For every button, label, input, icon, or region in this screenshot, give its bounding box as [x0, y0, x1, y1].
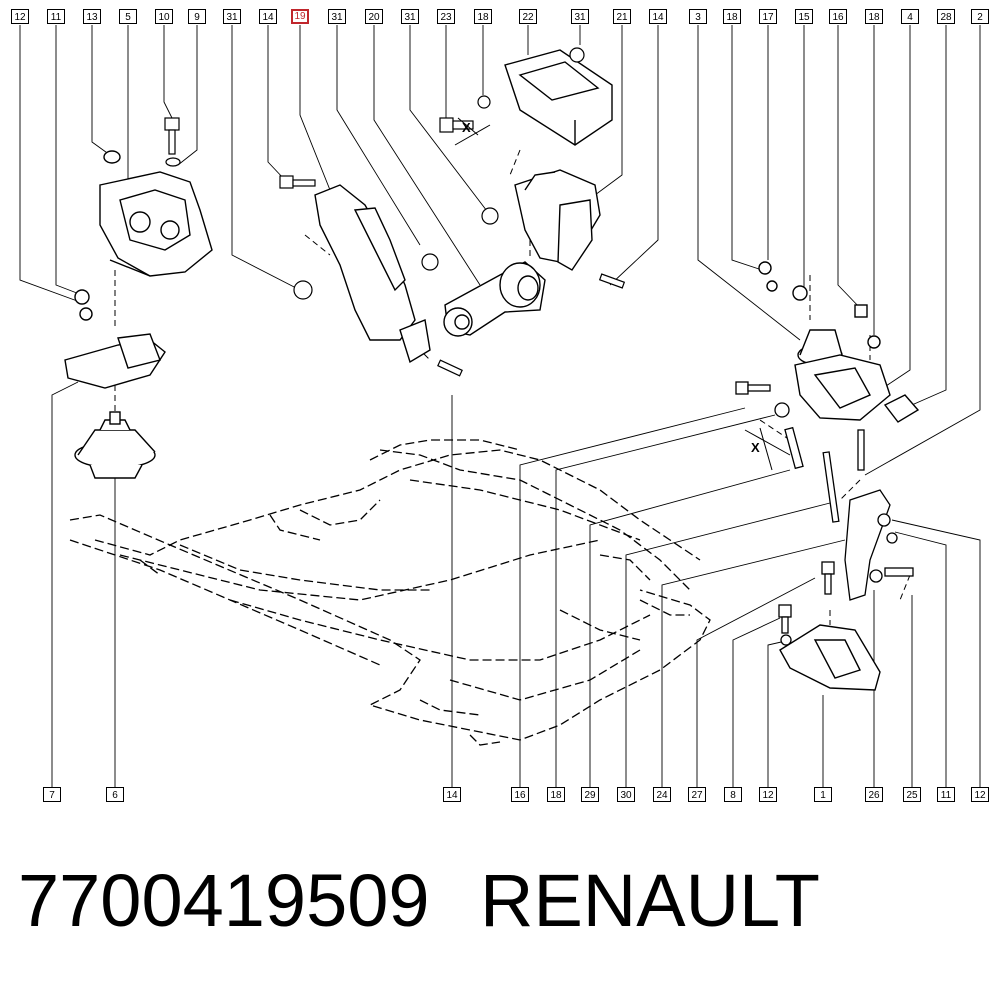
- callout[interactable]: 6: [106, 787, 124, 802]
- callout[interactable]: 12: [971, 787, 989, 802]
- callout[interactable]: 14: [443, 787, 461, 802]
- callout[interactable]: 3: [689, 9, 707, 24]
- callout[interactable]: 16: [511, 787, 529, 802]
- subframe: [69, 439, 711, 746]
- part-center-plate: [314, 184, 431, 364]
- brand-name: RENAULT: [480, 859, 820, 942]
- callout[interactable]: 8: [724, 787, 742, 802]
- callout[interactable]: 28: [937, 9, 955, 24]
- callout[interactable]: 25: [903, 787, 921, 802]
- bolt-10: [164, 117, 181, 167]
- part-right-lower-bracket: [779, 624, 881, 691]
- part-bracket-22: [504, 49, 613, 146]
- part-right-links: [735, 381, 914, 646]
- callout[interactable]: 13: [83, 9, 101, 24]
- callout[interactable]: 1: [814, 787, 832, 802]
- callout[interactable]: 12: [11, 9, 29, 24]
- callout[interactable]: 4: [901, 9, 919, 24]
- callout[interactable]: 24: [653, 787, 671, 802]
- dimension-mark-x-right: X: [751, 440, 760, 455]
- callout[interactable]: 18: [474, 9, 492, 24]
- part-left-mount: [99, 150, 213, 277]
- part-torque-rod: [443, 261, 546, 337]
- callout[interactable]: 9: [188, 9, 206, 24]
- callout[interactable]: 14: [649, 9, 667, 24]
- callout[interactable]: 15: [795, 9, 813, 24]
- callout[interactable]: 29: [581, 787, 599, 802]
- callout[interactable]: 26: [865, 787, 883, 802]
- part-bolt-23: [279, 47, 626, 377]
- callout[interactable]: 2: [971, 9, 989, 24]
- assembly-connectors: [114, 149, 911, 625]
- callout[interactable]: 31: [571, 9, 589, 24]
- callout[interactable]: 27: [688, 787, 706, 802]
- exploded-diagram: X X 12 11 13 5 10 9 31 14 19 31 20 31 23…: [11, 9, 989, 802]
- callout[interactable]: 22: [519, 9, 537, 24]
- callout[interactable]: 20: [365, 9, 383, 24]
- dimension-marks: [454, 117, 791, 471]
- part-center-bracket: [514, 169, 601, 271]
- callout[interactable]: 21: [613, 9, 631, 24]
- callout[interactable]: 10: [155, 9, 173, 24]
- callout[interactable]: 7: [43, 787, 61, 802]
- callout[interactable]: 18: [865, 9, 883, 24]
- diagram-canvas: X X: [19, 25, 981, 787]
- callout[interactable]: 11: [47, 9, 65, 24]
- callout[interactable]: 17: [759, 9, 777, 24]
- callout[interactable]: 31: [401, 9, 419, 24]
- callout[interactable]: 30: [617, 787, 635, 802]
- callout-highlighted[interactable]: 19: [291, 9, 309, 24]
- callout[interactable]: 31: [328, 9, 346, 24]
- callout[interactable]: 31: [223, 9, 241, 24]
- callout[interactable]: 16: [829, 9, 847, 24]
- part-right-mount: [758, 261, 920, 423]
- callout[interactable]: 12: [759, 787, 777, 802]
- callout[interactable]: 5: [119, 9, 137, 24]
- callout[interactable]: 18: [547, 787, 565, 802]
- dimension-mark-x-top: X: [462, 120, 471, 135]
- part-number: 7700419509: [18, 859, 430, 942]
- part-left-bracket: [64, 289, 166, 389]
- callout[interactable]: 18: [723, 9, 741, 24]
- part-left-rubber-mount: [74, 411, 156, 479]
- callout[interactable]: 11: [937, 787, 955, 802]
- callout[interactable]: 14: [259, 9, 277, 24]
- callout[interactable]: 23: [437, 9, 455, 24]
